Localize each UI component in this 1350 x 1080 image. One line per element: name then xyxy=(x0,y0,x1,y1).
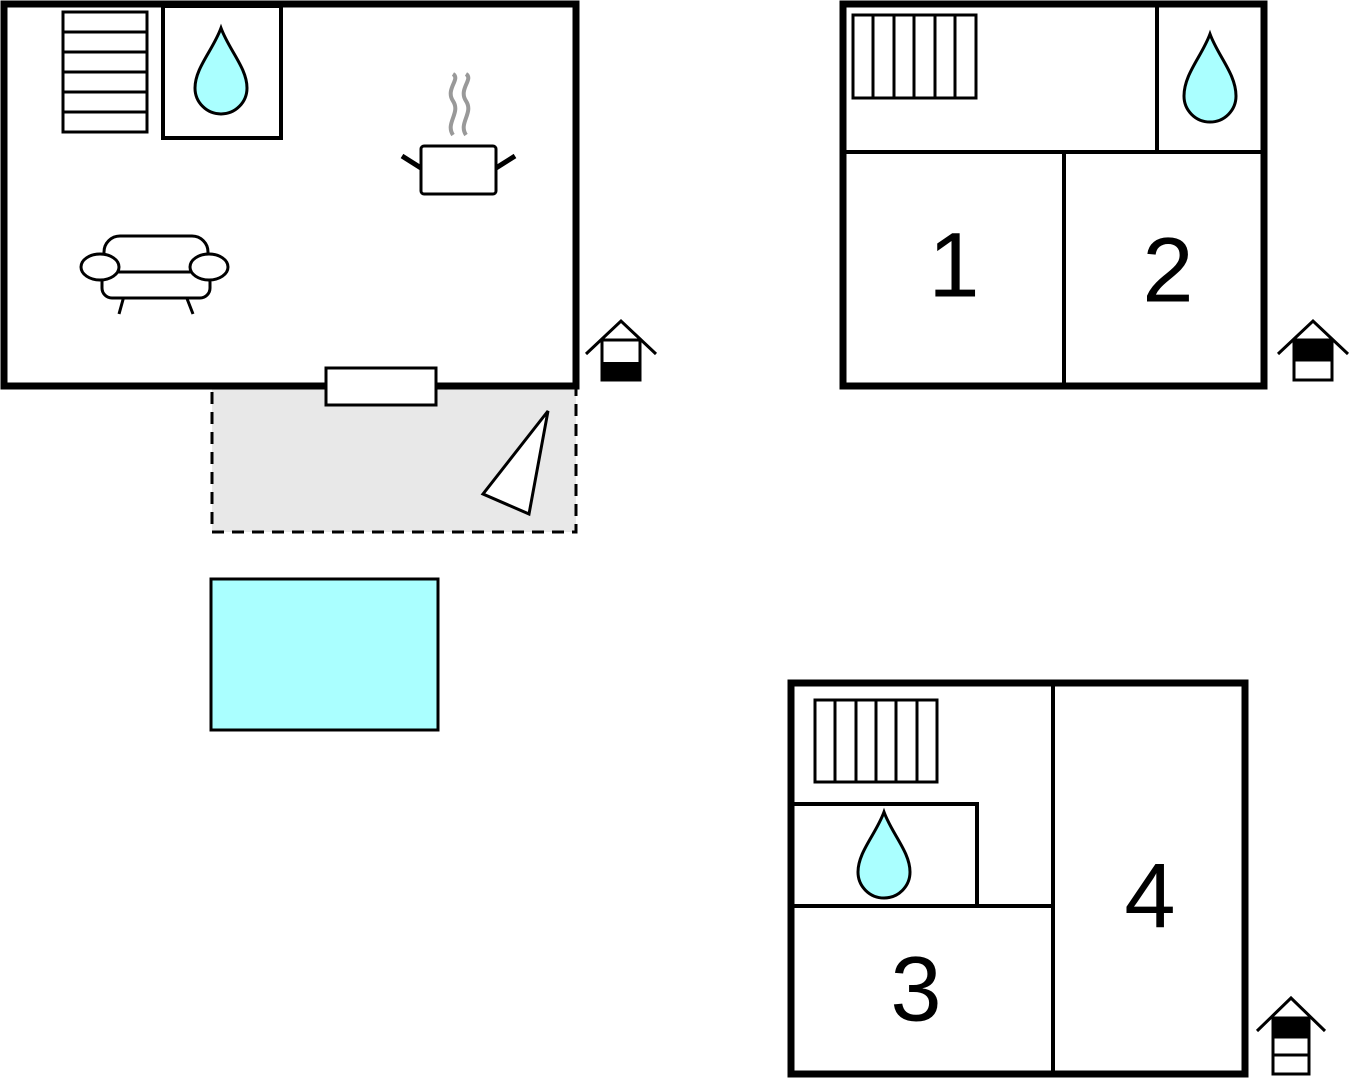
sun-umbrella-icon xyxy=(480,410,550,517)
first-floor-outline xyxy=(839,0,1268,390)
entrance-door xyxy=(324,366,438,407)
cooking-pot-icon xyxy=(400,72,517,196)
second-floor: 3 4 xyxy=(787,679,1327,1078)
second-floor-outline xyxy=(787,679,1249,1078)
room-label-1: 1 xyxy=(928,214,979,316)
floor-level-top-icon xyxy=(1255,995,1327,1076)
water-drop-icon xyxy=(193,23,249,116)
water-drop-icon xyxy=(856,807,912,900)
sofa-icon xyxy=(79,234,230,315)
room-label-3: 3 xyxy=(890,938,941,1040)
stairs-icon xyxy=(61,10,149,134)
room-label-4: 4 xyxy=(1124,845,1175,947)
ground-floor-outline xyxy=(0,0,580,390)
floor-level-middle-icon xyxy=(1276,318,1350,382)
room-label-2: 2 xyxy=(1142,219,1193,321)
stairs-icon xyxy=(813,698,939,784)
first-floor: 1 2 xyxy=(839,0,1350,390)
ground-floor xyxy=(0,0,658,732)
floor-level-ground-icon xyxy=(584,318,658,382)
pool-icon xyxy=(209,577,440,732)
water-drop-icon xyxy=(1182,29,1238,124)
stairs-icon xyxy=(851,13,978,100)
